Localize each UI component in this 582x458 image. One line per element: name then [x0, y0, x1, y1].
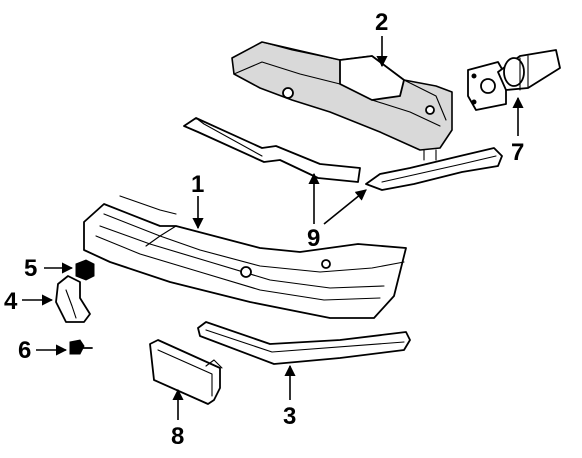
callout-1: 1: [191, 171, 204, 198]
callout-7: 7: [511, 139, 524, 166]
callout-6: 6: [18, 337, 31, 364]
upper-molding-left-part: [183, 117, 361, 183]
license-bracket-part: [149, 339, 223, 405]
upper-molding-right-part: [365, 147, 503, 191]
reinforcement-bar-part: [231, 41, 453, 161]
nut-part: [75, 259, 95, 281]
bumper-cover-part: [83, 195, 407, 319]
bolt-part: [69, 339, 93, 355]
energy-absorber-part: [467, 49, 561, 111]
callout-3: 3: [283, 403, 296, 430]
leader-9b: [323, 189, 367, 225]
callout-2: 2: [375, 9, 388, 36]
callout-8: 8: [171, 423, 184, 450]
side-bracket-part: [55, 275, 91, 323]
callout-5: 5: [24, 255, 37, 282]
lower-molding-part: [197, 321, 411, 365]
callout-9: 9: [307, 225, 320, 252]
callout-4: 4: [4, 288, 18, 315]
